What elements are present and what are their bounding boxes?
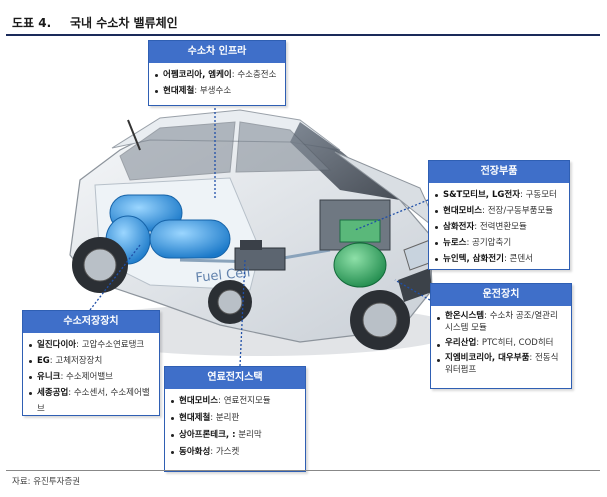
list-item: 현대제철: 분리판 — [171, 410, 299, 427]
rear-wheel — [72, 237, 128, 293]
list-item: 지엠비코리아, 대우부품: 전동식 워터펌프 — [437, 352, 565, 376]
power-electronics — [339, 219, 381, 243]
list-item: 현대모비스: 전장/구동부품모듈 — [435, 203, 563, 219]
car-side-text: Fuel Cell — [195, 265, 251, 286]
rear-wheel-far — [208, 280, 252, 324]
side-window — [119, 121, 236, 181]
list-item: 상아프론테크, : 분리막 — [171, 427, 299, 444]
callout-fuel-cell-stack: 연료전지스택 현대모비스: 연료전지모듈 현대제철: 분리판 상아프론테크, :… — [164, 366, 306, 472]
list-item: 현대모비스: 연료전지모듈 — [171, 393, 299, 410]
side-window-rear — [235, 121, 332, 173]
list-item: 우리산업: PTC히터, COD히터 — [437, 337, 565, 349]
connector-stack — [239, 259, 246, 367]
list-item: 동아화성: 가스켓 — [171, 444, 299, 461]
figure-title: 국내 수소차 밸류체인 — [70, 16, 178, 30]
list-item: 일진다이아: 고압수소연료탱크 — [29, 337, 153, 353]
connector-thermal — [394, 279, 431, 301]
list-item: 한온시스템: 수소차 공조/열관리 시스템 모듈 — [437, 310, 565, 334]
front-wheel — [350, 290, 410, 350]
callout-hydrogen-storage: 수소저장장치 일진다이아: 고압수소연료탱크 EG: 고체저장장치 유니크: 수… — [22, 310, 160, 416]
callout-title: 수소저장장치 — [23, 311, 159, 333]
callout-title: 운전장치 — [431, 284, 571, 306]
source-footer: 자료: 유진투자증권 — [6, 470, 600, 487]
list-item: 삼화전자: 전력변환모듈 — [435, 219, 563, 235]
list-item: 어펨코리아, 엠케이: 수소충전소 — [155, 67, 279, 83]
list-item: EG: 고체저장장치 — [29, 353, 153, 369]
drive-motor — [333, 242, 387, 288]
list-item: 뉴로스: 공기압축기 — [435, 235, 563, 251]
antenna — [127, 119, 141, 151]
callout-operating-devices: 운전장치 한온시스템: 수소차 공조/열관리 시스템 모듈 우리산업: PTC히… — [430, 283, 572, 389]
windshield — [290, 122, 400, 200]
connector-storage — [89, 244, 141, 311]
list-item: 현대제철: 부생수소 — [155, 83, 279, 99]
list-item: 세종공업: 수소센서, 수소제어밸브 — [29, 385, 153, 417]
list-item: 뉴인텍, 삼화전기: 콘덴서 — [435, 251, 563, 267]
callout-title: 전장부품 — [429, 161, 569, 183]
hydrogen-tank-2 — [149, 219, 231, 259]
grille — [398, 268, 432, 302]
connector-elec — [354, 199, 429, 231]
figure-header: 도표 4. 국내 수소차 밸류체인 — [6, 8, 600, 36]
callout-title: 수소차 인프라 — [149, 41, 285, 63]
list-item: 유니크: 수소제어밸브 — [29, 369, 153, 385]
source-text: 자료: 유진투자증권 — [12, 477, 81, 487]
callout-hydrogen-infra: 수소차 인프라 어펨코리아, 엠케이: 수소충전소 현대제철: 부생수소 — [148, 40, 286, 106]
callout-title: 연료전지스택 — [165, 367, 305, 389]
list-item: S&T모티브, LG전자: 구동모터 — [435, 187, 563, 203]
callout-electrical-parts: 전장부품 S&T모티브, LG전자: 구동모터 현대모비스: 전장/구동부품모듈… — [428, 160, 570, 270]
figure-number: 도표 4. — [12, 16, 52, 30]
